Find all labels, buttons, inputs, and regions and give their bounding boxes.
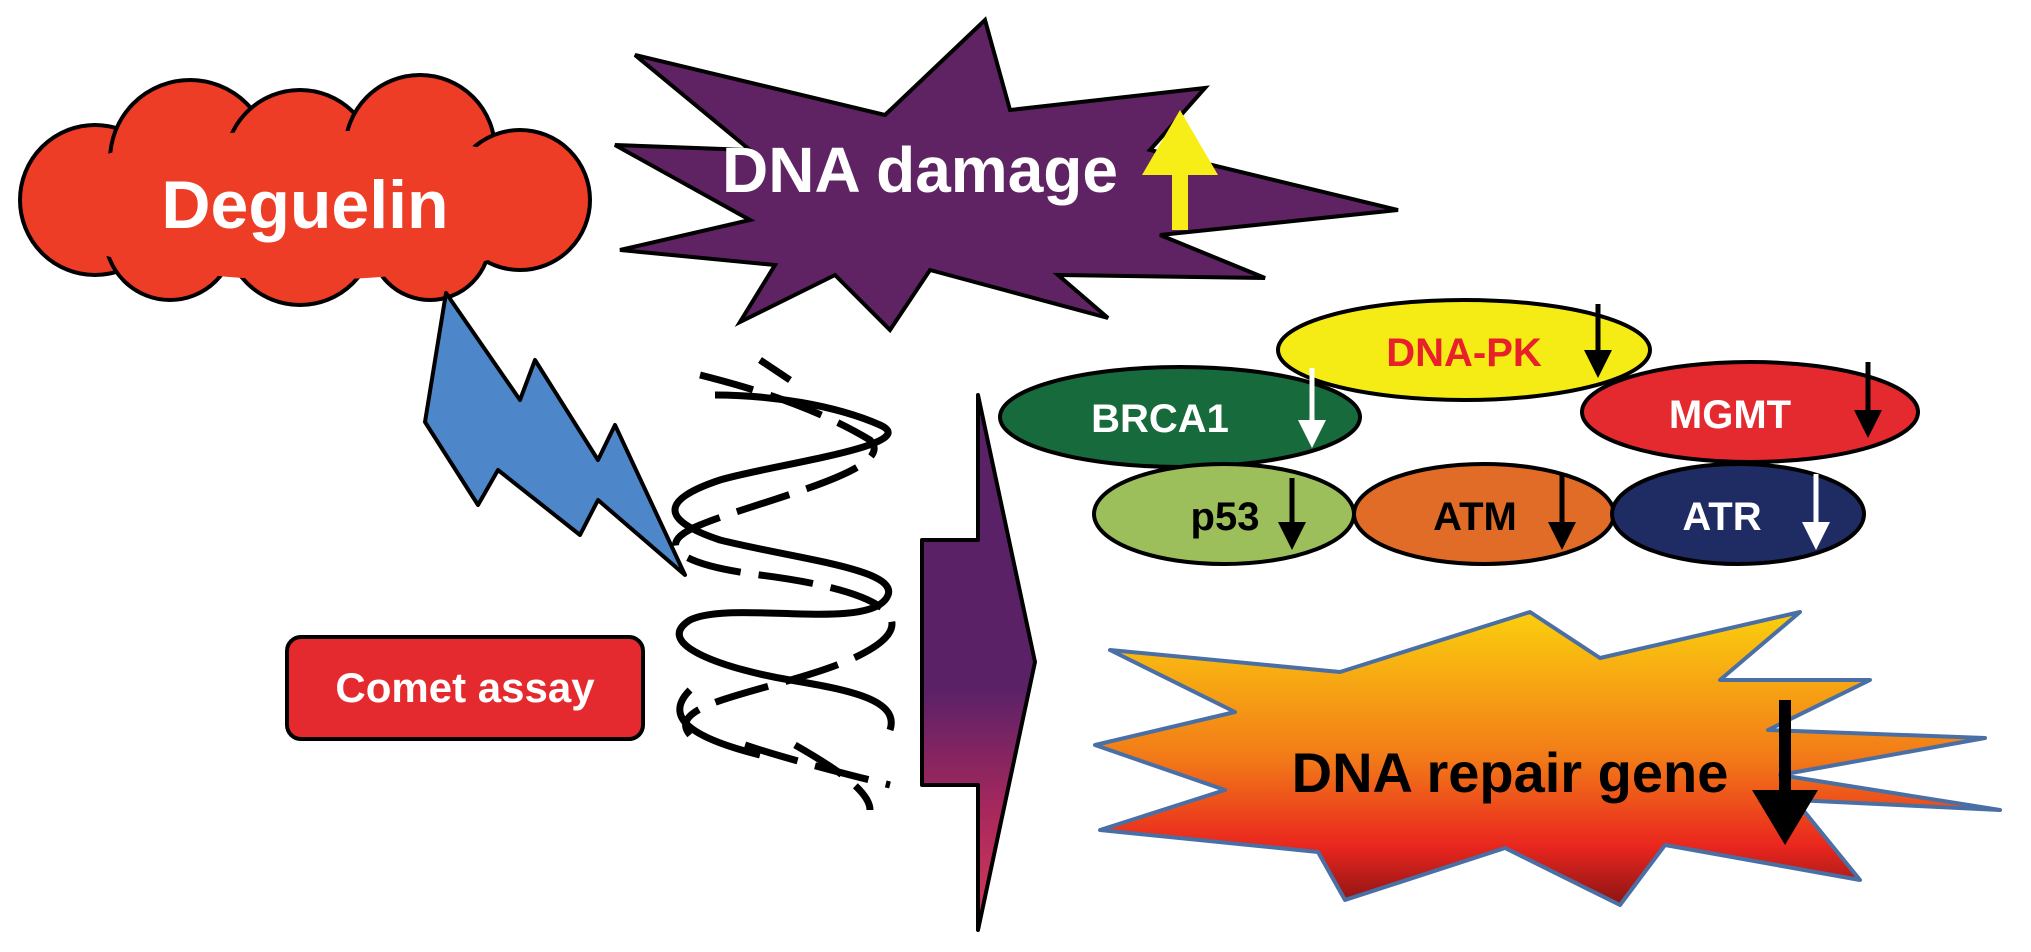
- dna-repair-gene-label: DNA repair gene: [1292, 741, 1729, 804]
- down-arrow-icon: [1298, 368, 1326, 448]
- gene-cluster: DNA-PK BRCA1 MGMT p53: [998, 298, 1920, 566]
- gene-label: DNA-PK: [1386, 331, 1542, 375]
- comet-assay-label: Comet assay: [335, 664, 595, 711]
- down-arrow-icon: [1802, 474, 1830, 550]
- gene-atr: ATR: [1610, 462, 1866, 566]
- gene-label: p53: [1191, 495, 1260, 539]
- deguelin-cloud: Deguelin: [18, 73, 592, 307]
- gene-label: ATR: [1682, 495, 1761, 539]
- lightning-bolt-icon: [423, 291, 687, 577]
- gene-p53: p53: [1092, 462, 1356, 566]
- dna-damage-burst: DNA damage: [614, 16, 1399, 334]
- down-arrow-icon: [1584, 304, 1612, 378]
- down-arrow-icon: [1752, 700, 1818, 845]
- big-right-arrow-icon: [920, 393, 1037, 932]
- gene-label: MGMT: [1669, 393, 1791, 437]
- dna-repair-gene-burst: DNA repair gene: [1093, 610, 2002, 907]
- down-arrow-icon: [1278, 478, 1306, 550]
- comet-assay-box: Comet assay: [285, 635, 645, 741]
- dna-helix-icon: [671, 357, 896, 811]
- deguelin-label: Deguelin: [161, 167, 448, 243]
- gene-label: BRCA1: [1091, 397, 1229, 441]
- gene-dna-pk: DNA-PK: [1276, 298, 1652, 402]
- down-arrow-icon: [1854, 362, 1882, 438]
- gene-brca1: BRCA1: [998, 365, 1362, 469]
- up-arrow-icon: [1142, 110, 1218, 230]
- gene-atm: ATM: [1352, 462, 1616, 566]
- dna-damage-label: DNA damage: [722, 134, 1118, 206]
- down-arrow-icon: [1548, 474, 1576, 550]
- gene-mgmt: MGMT: [1580, 360, 1920, 464]
- gene-label: ATM: [1433, 495, 1517, 539]
